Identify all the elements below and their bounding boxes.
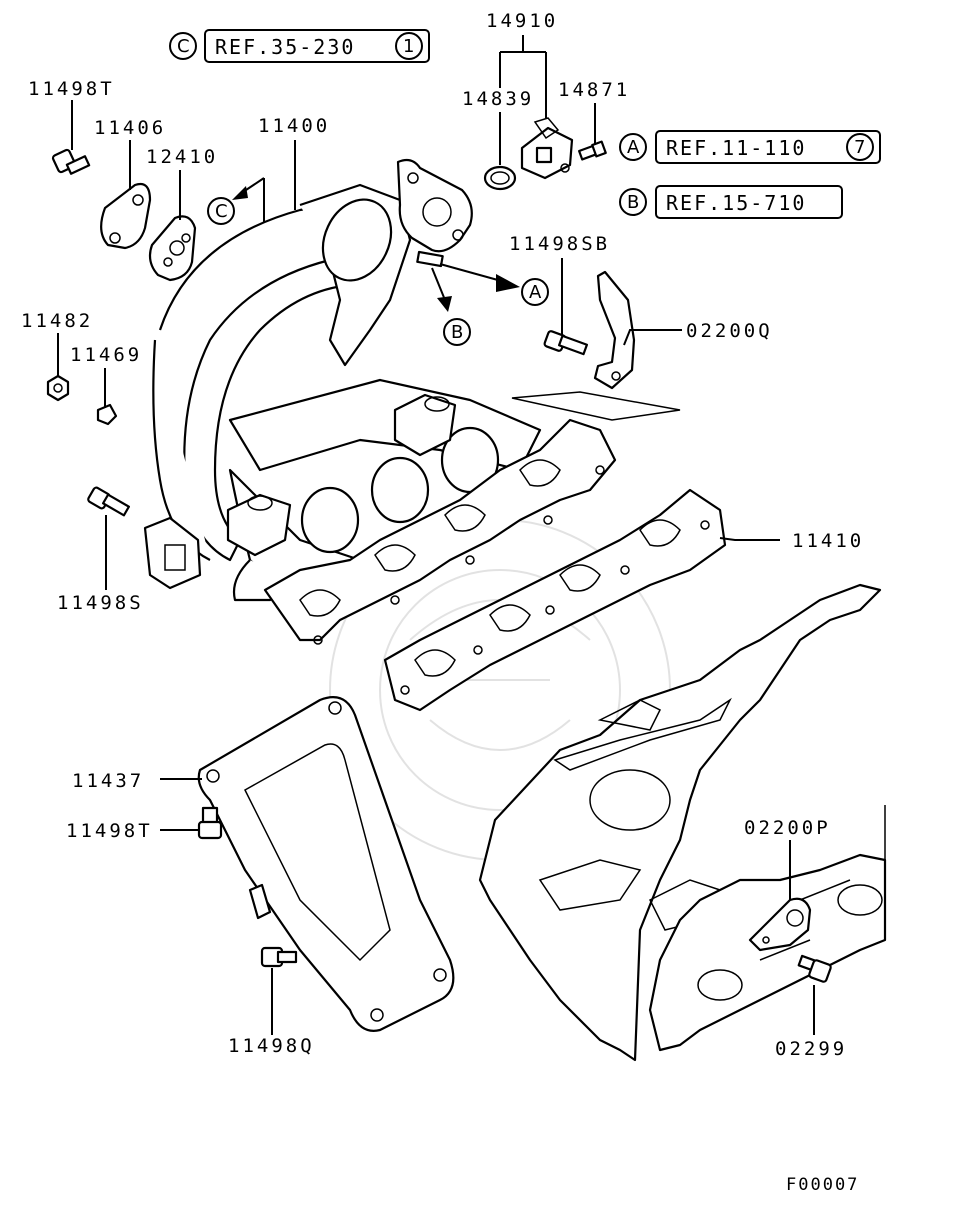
ref-a-text: REF.11-110: [666, 136, 806, 160]
part-labels: 14910 14839 14871 11498T 11406 12410 114…: [21, 10, 864, 1060]
label-11498q: 11498Q: [228, 1035, 315, 1057]
label-02200p: 02200P: [744, 817, 831, 839]
svg-text:B: B: [451, 322, 463, 343]
arrow-marker-b: B: [431, 267, 471, 346]
svg-text:A: A: [529, 282, 542, 303]
label-11498s: 11498S: [57, 592, 144, 614]
ref-a: A REF.11-110 7: [619, 130, 881, 164]
ref-c-text: REF.35-230: [215, 35, 355, 59]
label-12410: 12410: [146, 146, 218, 168]
exhaust-manifold-11400: [143, 158, 681, 645]
label-11406: 11406: [94, 117, 166, 139]
ref-c: C REF.35-230 1: [169, 29, 430, 63]
ref-a-marker: A: [627, 137, 640, 158]
bracket-02200p: [748, 897, 812, 952]
ref-a-number: 7: [854, 137, 865, 158]
label-14871: 14871: [558, 79, 630, 101]
gasket-11410: [383, 488, 727, 712]
label-14839: 14839: [462, 88, 534, 110]
label-11498t-top: 11498T: [28, 78, 115, 100]
svg-text:C: C: [215, 201, 228, 222]
bolt-11498t-top: [51, 148, 91, 175]
bolt-11498q: [260, 946, 298, 968]
diagram-code: F00007: [786, 1175, 859, 1195]
label-14910: 14910: [486, 10, 558, 32]
ref-b: B REF.15-710: [619, 185, 843, 219]
gasket-11406: [100, 182, 152, 250]
label-11469: 11469: [70, 344, 142, 366]
clip-11469: [96, 403, 118, 426]
ref-b-marker: B: [627, 192, 639, 213]
label-11400: 11400: [258, 115, 330, 137]
bolt-14871: [578, 140, 607, 161]
gasket-12410: [148, 215, 197, 282]
bolt-11498t-bottom: [197, 806, 223, 840]
bolt-11498s: [87, 486, 130, 517]
cylinder-head: [478, 583, 887, 1062]
label-02200q: 02200Q: [686, 320, 773, 342]
label-11498sb: 11498SB: [509, 233, 610, 255]
label-11482: 11482: [21, 310, 93, 332]
label-02299: 02299: [775, 1038, 847, 1060]
leader-lines: [57, 35, 815, 1035]
bracket-11437: [197, 696, 455, 1032]
label-11498t-bottom: 11498T: [66, 820, 153, 842]
ref-c-marker: C: [177, 36, 190, 57]
label-11437: 11437: [72, 770, 144, 792]
label-11410: 11410: [792, 530, 864, 552]
arrow-marker-c: C: [207, 177, 265, 225]
bracket-02200q: [593, 270, 636, 390]
bolt-02299: [797, 954, 832, 983]
sensor-14910: [520, 117, 574, 180]
o-ring-14839: [483, 165, 517, 191]
ref-c-number: 1: [403, 36, 414, 57]
bolt-11498sb: [543, 330, 589, 356]
nut-11482: [46, 374, 70, 402]
ref-b-text: REF.15-710: [666, 191, 806, 215]
arrow-marker-a: A: [439, 263, 549, 306]
